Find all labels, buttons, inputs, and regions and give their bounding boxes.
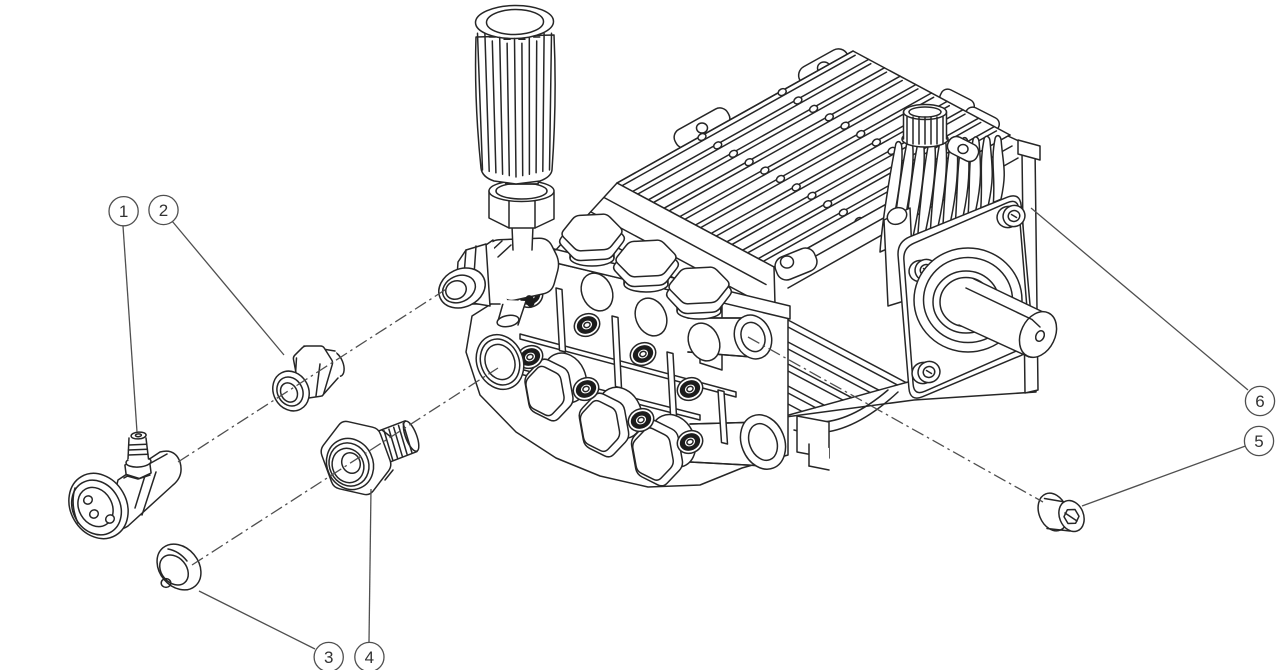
svg-text:3: 3 bbox=[324, 648, 333, 667]
svg-text:2: 2 bbox=[159, 201, 168, 220]
svg-text:6: 6 bbox=[1255, 392, 1264, 411]
svg-text:5: 5 bbox=[1254, 432, 1263, 451]
svg-text:4: 4 bbox=[365, 648, 374, 667]
svg-text:1: 1 bbox=[119, 202, 128, 221]
